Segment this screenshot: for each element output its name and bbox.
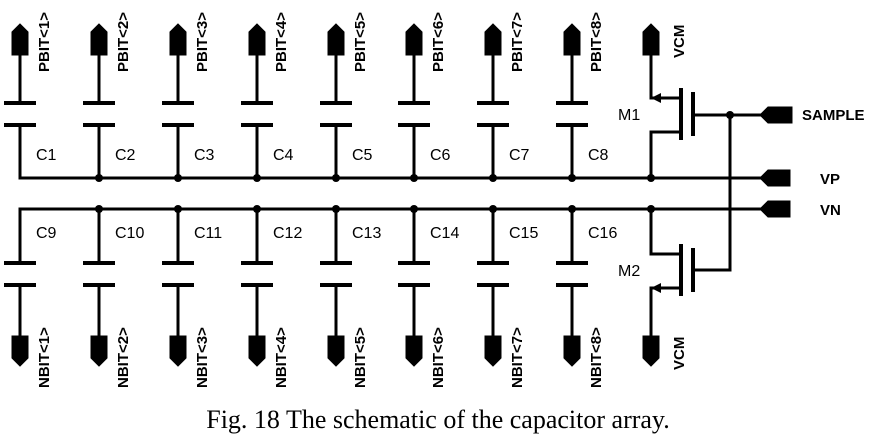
- vcm-bottom-pin[interactable]: [642, 335, 660, 367]
- top-cap-column: PBIT<1> C1: [4, 12, 57, 180]
- top-cap-column: PBIT<7> C7: [477, 12, 530, 182]
- nbit-label: NBIT<2>: [115, 327, 132, 388]
- top-cap-column: PBIT<3> C3: [162, 12, 215, 182]
- nbit-input-pin[interactable]: [90, 335, 108, 367]
- vn-label: VN: [820, 202, 841, 219]
- pbit-label: PBIT<6>: [430, 12, 447, 72]
- bottom-capacitor-row: C9NBIT<1>C10NBIT<2>C11NBIT<3>C12NBIT<4>C…: [4, 205, 655, 388]
- capacitor-label: C9: [36, 225, 57, 242]
- top-cap-column: PBIT<8> C8: [556, 12, 609, 182]
- vp-output-pin[interactable]: [759, 169, 791, 187]
- nbit-input-pin[interactable]: [169, 335, 187, 367]
- pbit-input-pin[interactable]: [11, 23, 29, 56]
- nbit-label: NBIT<8>: [588, 327, 605, 388]
- pbit-label: PBIT<7>: [509, 12, 526, 72]
- pbit-label: PBIT<3>: [194, 12, 211, 72]
- nbit-label: NBIT<1>: [36, 327, 53, 388]
- capacitor-label: C16: [588, 225, 617, 242]
- m1-transistor: M1: [618, 23, 762, 180]
- top-cap-column: PBIT<4> C4: [241, 12, 294, 182]
- pbit-label: PBIT<2>: [115, 12, 132, 72]
- top-cap-column: PBIT<2> C2: [83, 12, 136, 182]
- nbit-input-pin[interactable]: [248, 335, 266, 367]
- pbit-input-pin[interactable]: [90, 23, 108, 56]
- nbit-input-pin[interactable]: [563, 335, 581, 367]
- nbit-label: NBIT<5>: [352, 327, 369, 388]
- pbit-label: PBIT<4>: [273, 12, 290, 72]
- vcm-top-label: VCM: [671, 25, 688, 58]
- capacitor-label: C15: [509, 225, 538, 242]
- nbit-label: NBIT<4>: [273, 327, 290, 388]
- capacitor-label: C11: [194, 225, 222, 242]
- pbit-input-pin[interactable]: [327, 23, 345, 56]
- vp-label: VP: [820, 171, 840, 188]
- nbit-input-pin[interactable]: [11, 335, 29, 367]
- capacitor-label: C4: [273, 147, 294, 164]
- pbit-label: PBIT<1>: [36, 12, 53, 72]
- top-capacitor-row: PBIT<1>C1PBIT<2>C2PBIT<3>C3PBIT<4>C4PBIT…: [4, 12, 655, 182]
- nbit-label: NBIT<3>: [194, 327, 211, 388]
- vn-output-pin[interactable]: [759, 200, 791, 218]
- vcm-top-pin[interactable]: [642, 23, 660, 56]
- capacitor-label: C13: [352, 225, 381, 242]
- sample-label: SAMPLE: [802, 107, 865, 124]
- pbit-input-pin[interactable]: [563, 23, 581, 56]
- capacitor-label: C3: [194, 147, 215, 164]
- top-cap-column: PBIT<6> C6: [398, 12, 451, 182]
- m2-label: M2: [618, 263, 640, 280]
- pbit-input-pin[interactable]: [484, 23, 502, 56]
- pbit-label: PBIT<8>: [588, 12, 605, 72]
- top-cap-column: PBIT<5> C5: [320, 12, 373, 182]
- capacitor-label: C14: [430, 225, 459, 242]
- capacitor-label: C7: [509, 147, 530, 164]
- pbit-input-pin[interactable]: [169, 23, 187, 56]
- nbit-label: NBIT<7>: [509, 327, 526, 388]
- capacitor-label: C10: [115, 225, 144, 242]
- capacitor-label: C6: [430, 147, 451, 164]
- capacitor-label: C12: [273, 225, 302, 242]
- vcm-bottom-label: VCM: [671, 337, 688, 370]
- pbit-input-pin[interactable]: [248, 23, 266, 56]
- figure-caption: Fig. 18 The schematic of the capacitor a…: [206, 405, 669, 434]
- nbit-input-pin[interactable]: [405, 335, 423, 367]
- m1-label: M1: [618, 107, 640, 124]
- pbit-label: PBIT<5>: [352, 12, 369, 72]
- pbit-input-pin[interactable]: [405, 23, 423, 56]
- capacitor-label: C8: [588, 147, 609, 164]
- m2-transistor: M2: [618, 207, 732, 367]
- capacitor-label: C1: [36, 147, 57, 164]
- nbit-input-pin[interactable]: [327, 335, 345, 367]
- capacitor-label: C5: [352, 147, 373, 164]
- nbit-input-pin[interactable]: [484, 335, 502, 367]
- nbit-label: NBIT<6>: [430, 327, 447, 388]
- sample-input-pin[interactable]: [759, 106, 793, 124]
- capacitor-label: C2: [115, 147, 136, 164]
